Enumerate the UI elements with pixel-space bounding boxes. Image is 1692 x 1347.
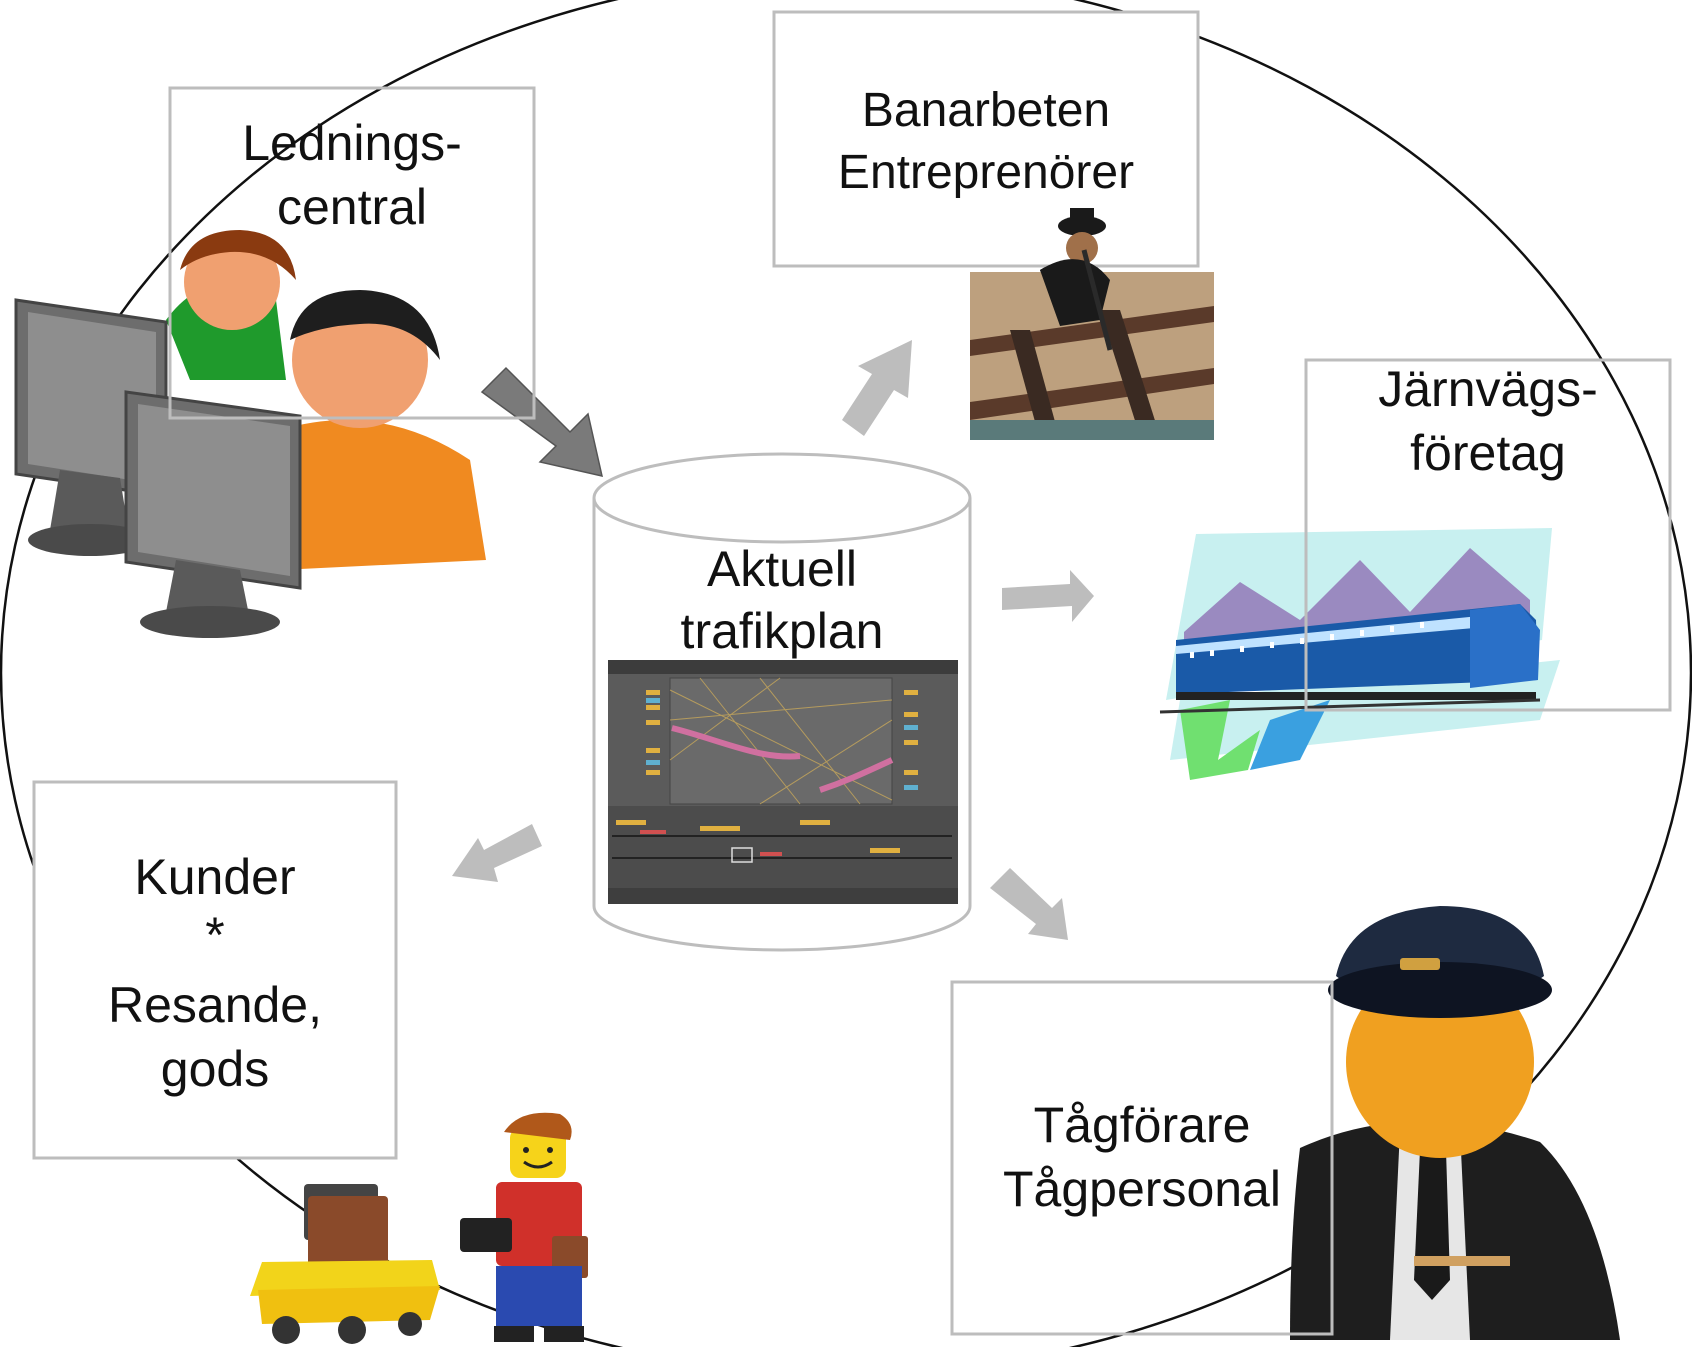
tagforare-box [950,980,1334,1336]
ledningscentral-label-2: central [276,179,428,235]
traffic-plan-screenshot [608,660,958,904]
arrow-plan-to-jarnvag [1002,570,1094,622]
arrow-ledning-to-plan [480,366,603,477]
banarbeten-label-1: Banarbeten [861,84,1111,137]
kunder-label-2: * [205,907,225,963]
operators-at-computers-icon [14,230,486,638]
tagforare-label-1: Tågförare [1033,1097,1251,1153]
jarnvagsforetag-box [1304,358,1672,712]
arrow-plan-to-tagforare [990,868,1068,940]
trafikplan-label-2: trafikplan [680,603,884,659]
ledningscentral-box [168,86,536,420]
ledningscentral-label-1: Lednings- [242,115,462,171]
arrow-plan-to-banarbeten [842,340,912,436]
banarbeten-box [772,10,1200,268]
banarbeten-label-2: Entreprenörer [837,146,1135,199]
train-conductor-icon [1290,906,1620,1340]
tagforare-label-2: Tågpersonal [1003,1161,1281,1217]
trafikplan-label-1: Aktuell [706,541,858,597]
jarnvagsforetag-label-1: Järnvägs- [1378,361,1598,417]
kunder-label-4: gods [160,1041,270,1097]
kunder-box [32,780,398,1160]
kunder-label-3: Resande, [107,977,323,1033]
kunder-label-1: Kunder [134,849,296,905]
lego-traveller-icon [250,1112,588,1344]
arrow-plan-to-kunder [452,824,542,882]
jarnvagsforetag-label-2: företag [1410,425,1566,481]
track-worker-overlay [970,208,1214,440]
